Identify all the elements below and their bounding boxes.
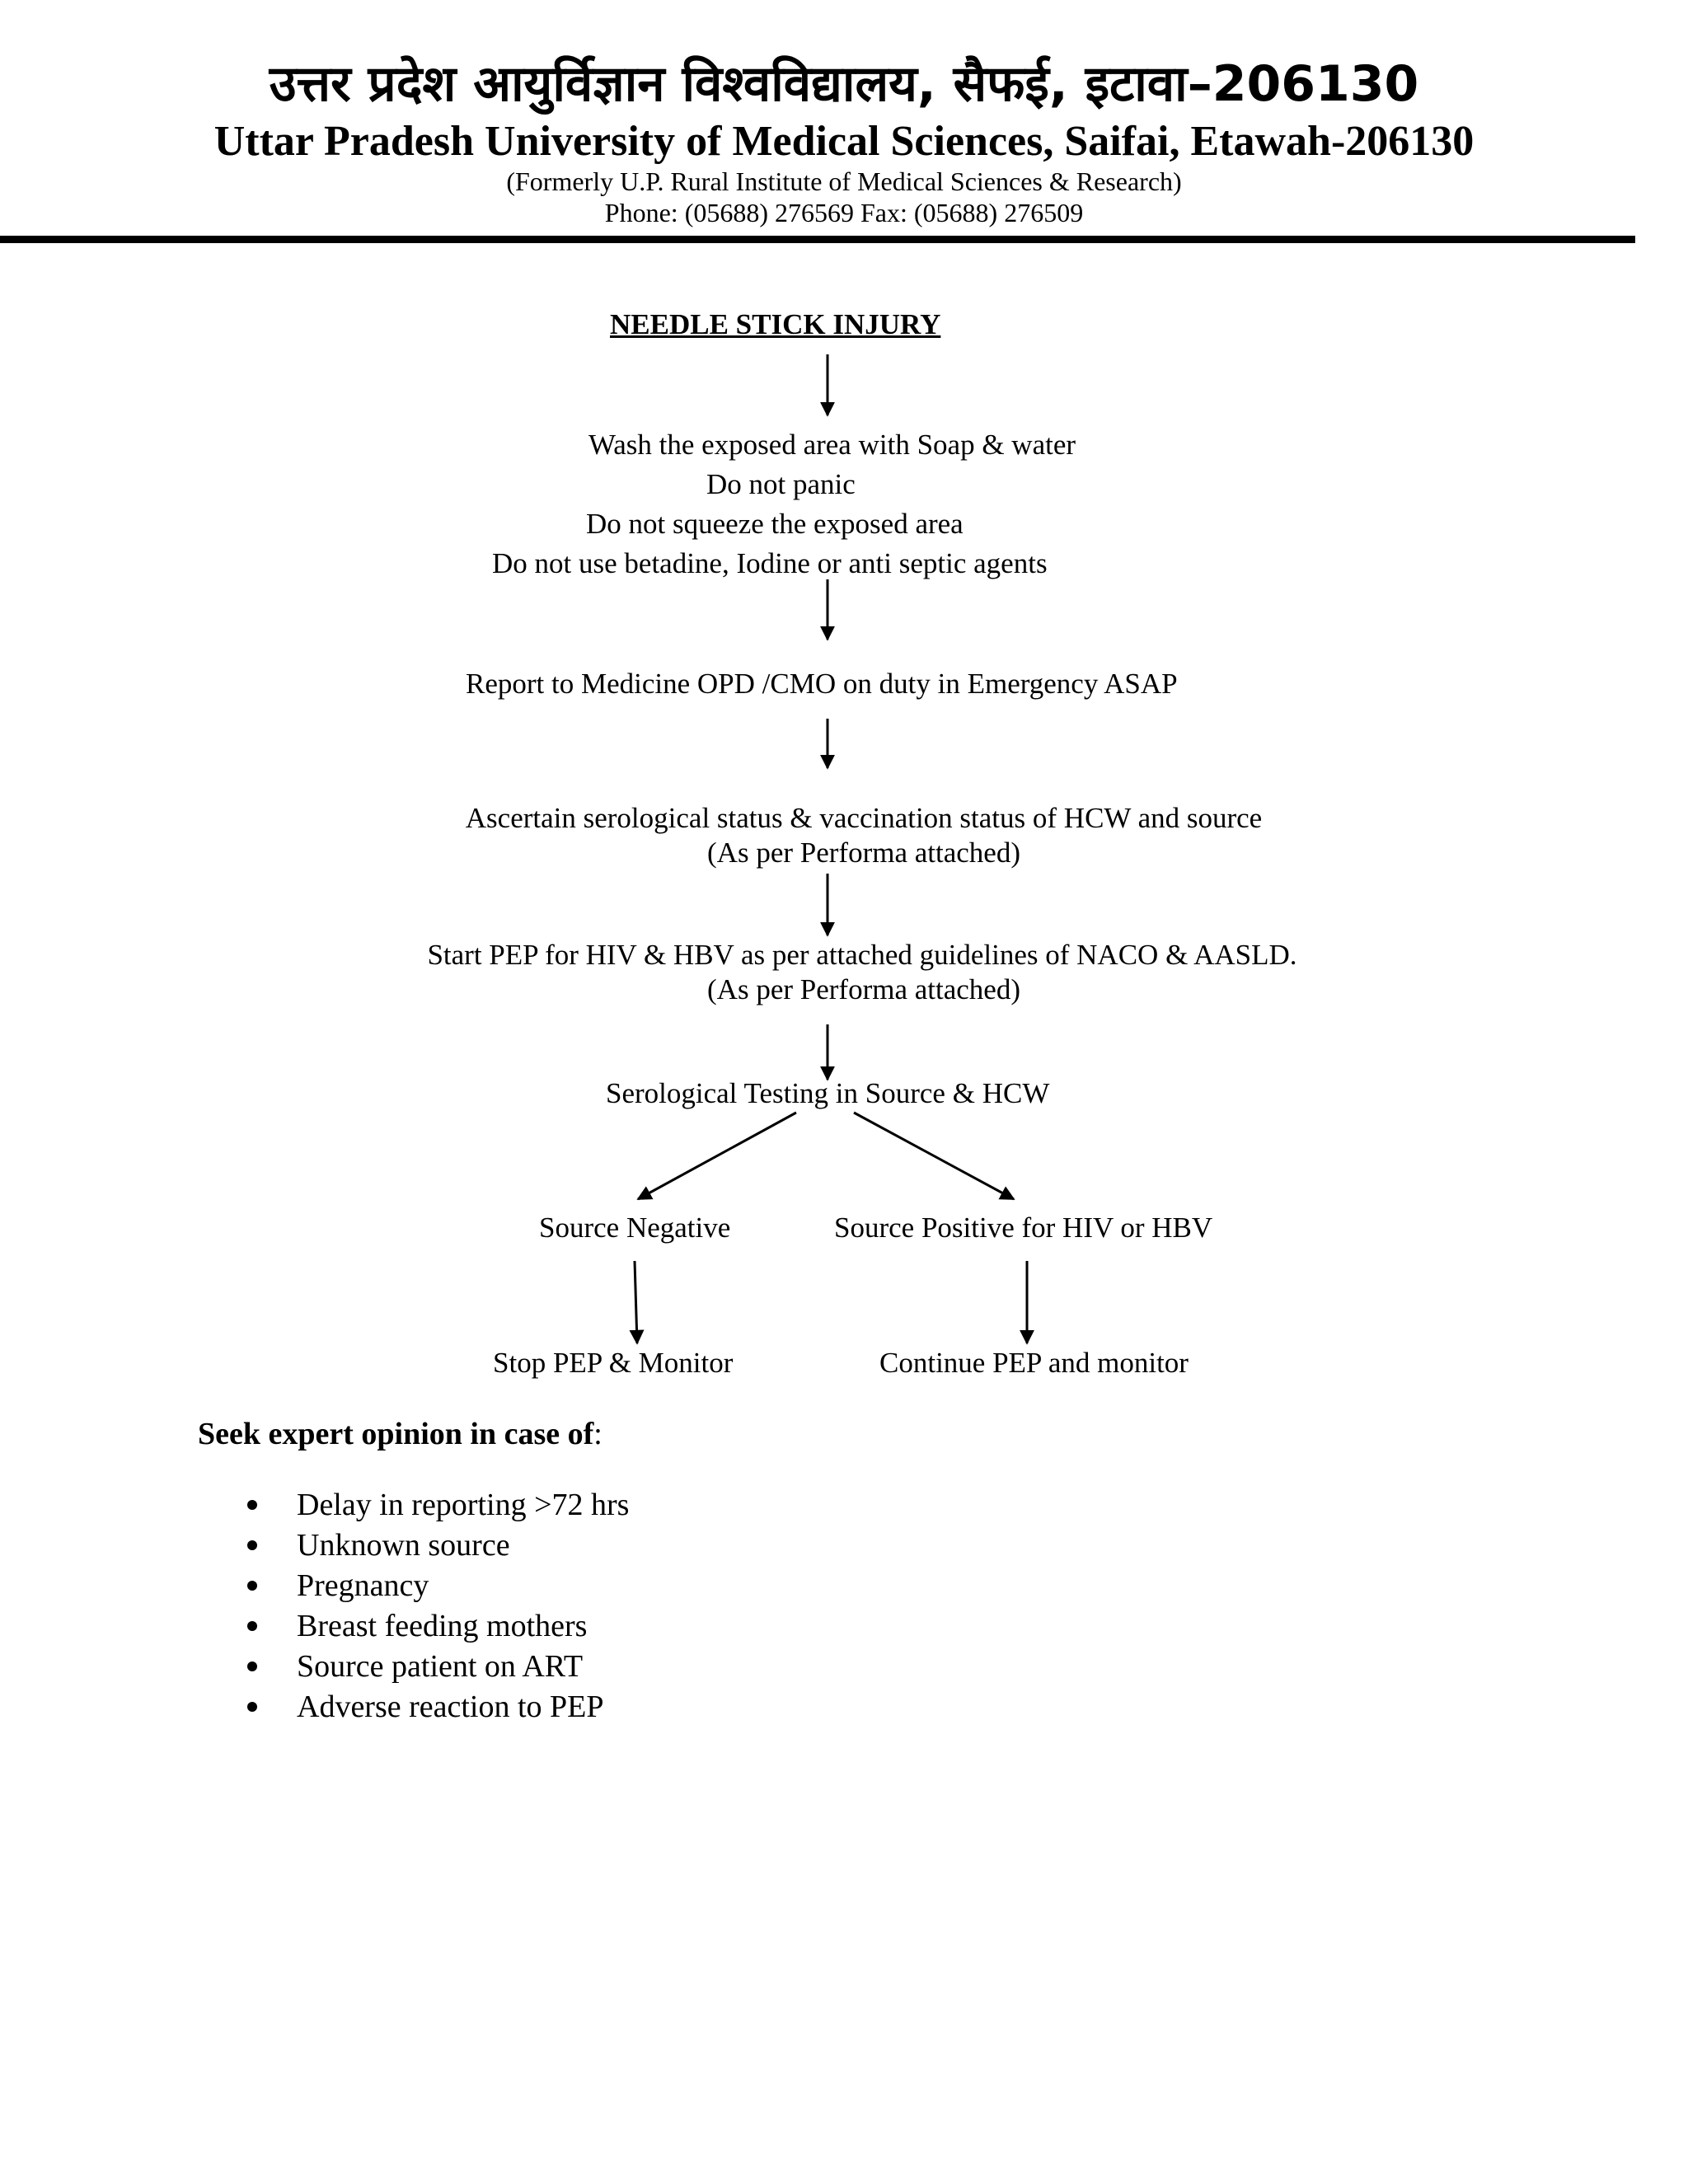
ascertain-step: Ascertain serological status & vaccinati… (465, 802, 1263, 834)
arrow-testing-to-source-positive (853, 1111, 1015, 1201)
list-item: Unknown source (247, 1526, 629, 1566)
arrow-testing-to-source-negative (636, 1111, 797, 1201)
list-item: Pregnancy (247, 1566, 629, 1606)
start-pep-step: Start PEP for HIV & HBV as per attached … (427, 939, 1297, 971)
report-step: Report to Medicine OPD /CMO on duty in E… (466, 668, 1178, 700)
first-aid-step-no-panic: Do not panic (706, 468, 856, 500)
expert-opinion-list: Delay in reporting >72 hrs Unknown sourc… (247, 1485, 629, 1727)
expert-opinion-heading: Seek expert opinion in case of: (198, 1414, 603, 1454)
first-aid-step-wash: Wash the exposed area with Soap & water (588, 429, 1076, 461)
serological-testing-step: Serological Testing in Source & HCW (606, 1077, 1050, 1109)
university-name-hindi: उत्तर प्रदेश आयुर्विज्ञान विश्वविद्यालय,… (269, 55, 1419, 113)
header-divider (0, 236, 1635, 243)
source-negative-node: Source Negative (539, 1212, 731, 1244)
expert-opinion-heading-text: Seek expert opinion in case of (198, 1417, 594, 1451)
ascertain-note: (As per Performa attached) (707, 837, 1020, 869)
list-item: Source patient on ART (247, 1647, 629, 1687)
arrow-source-negative-to-stop-pep (629, 1260, 645, 1345)
first-aid-step-no-squeeze: Do not squeeze the exposed area (586, 508, 964, 540)
continue-pep-node: Continue PEP and monitor (879, 1347, 1189, 1379)
expert-opinion-heading-colon: : (593, 1417, 603, 1451)
university-name-english: Uttar Pradesh University of Medical Scie… (213, 118, 1475, 165)
list-item: Breast feeding mothers (247, 1606, 629, 1647)
formerly-note: (Formerly U.P. Rural Institute of Medica… (506, 166, 1182, 196)
contact-info: Phone: (05688) 276569 Fax: (05688) 27650… (604, 198, 1084, 227)
list-item: Adverse reaction to PEP (247, 1687, 629, 1727)
start-pep-note: (As per Performa attached) (707, 973, 1020, 1005)
source-positive-node: Source Positive for HIV or HBV (834, 1212, 1213, 1244)
list-item: Delay in reporting >72 hrs (247, 1485, 629, 1526)
first-aid-step-no-antiseptic: Do not use betadine, Iodine or anti sept… (492, 547, 1048, 579)
stop-pep-node: Stop PEP & Monitor (493, 1347, 734, 1379)
flowchart-title: NEEDLE STICK INJURY (610, 308, 941, 340)
